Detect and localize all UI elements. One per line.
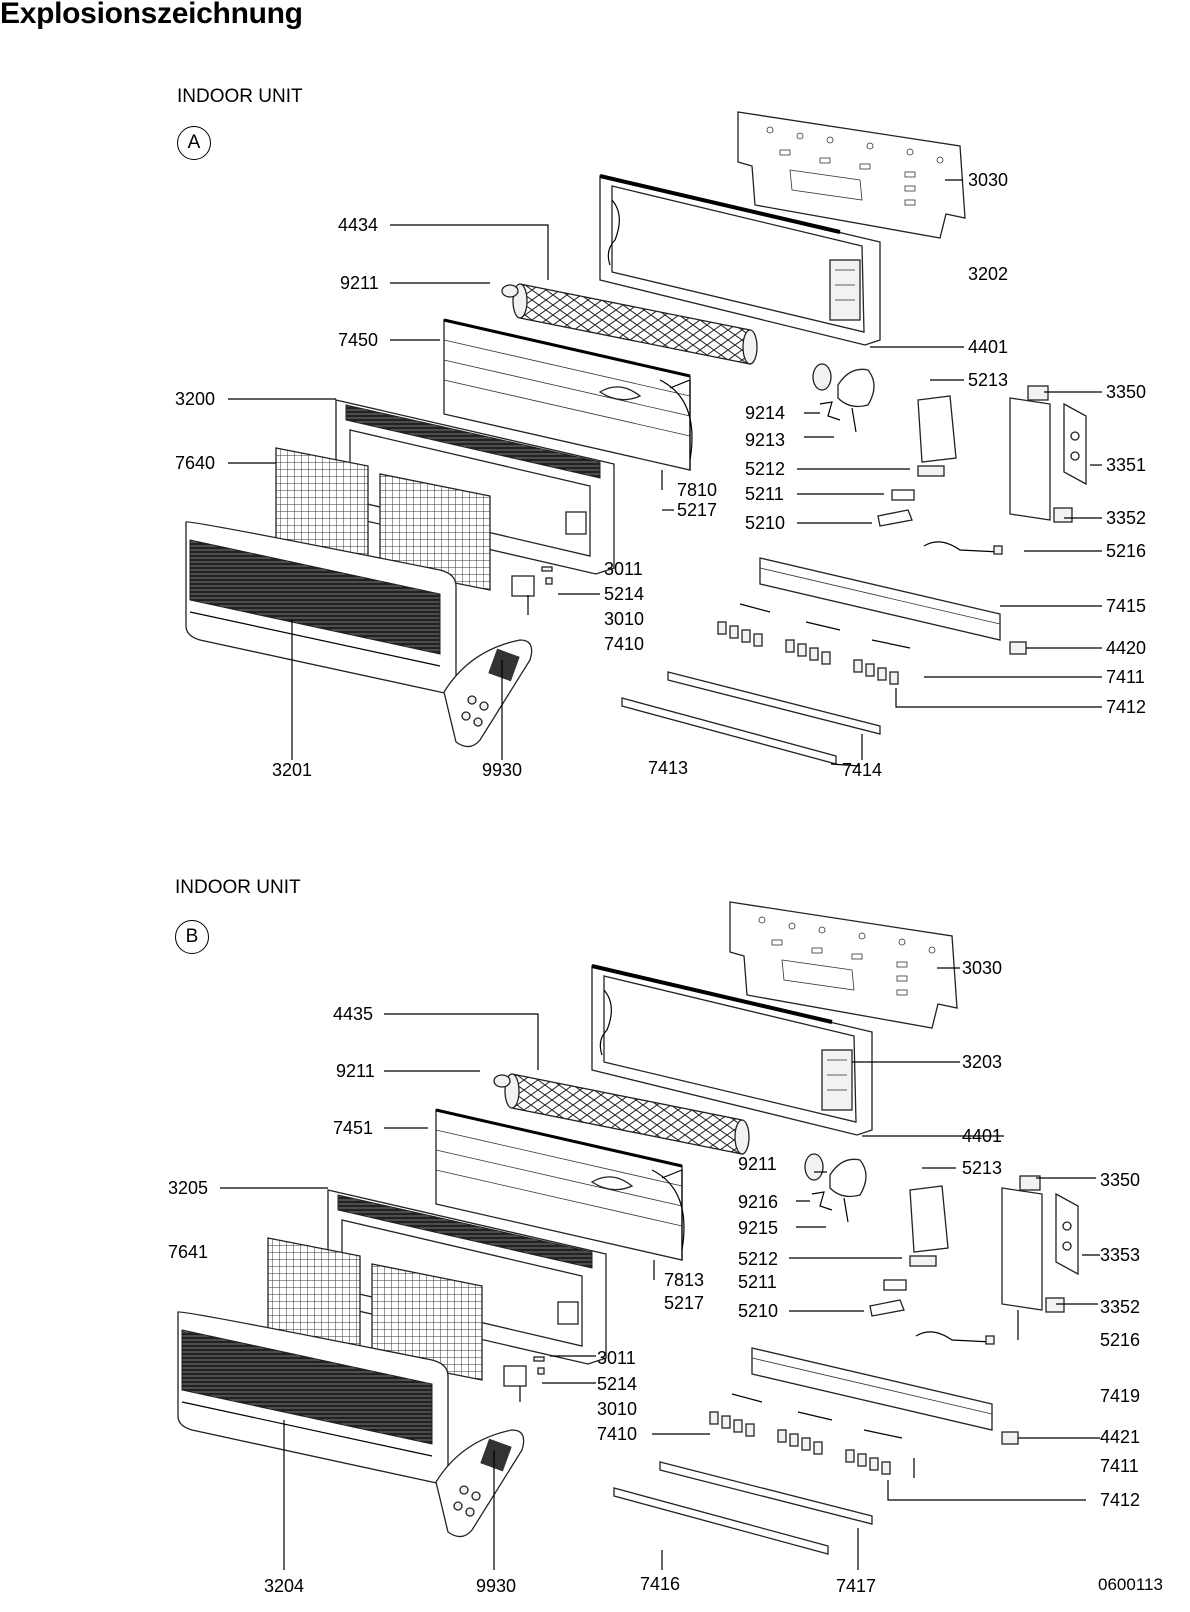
part-label: 3350 [1100, 1170, 1141, 1190]
part-label: 4421 [1100, 1427, 1141, 1447]
part-label: 4435 [333, 1004, 374, 1024]
part-label: 7410 [604, 634, 645, 654]
part-label: 5216 [1106, 541, 1147, 561]
part-label: 7641 [168, 1242, 209, 1262]
part-label: 9930 [482, 760, 523, 780]
part-label: 5211 [738, 1272, 777, 1292]
part-label: 3011 [604, 559, 643, 579]
part-label: 7813 [664, 1270, 705, 1290]
part-label: 7416 [640, 1574, 681, 1594]
part-label: 3010 [604, 609, 645, 629]
part-label: 7415 [1106, 596, 1147, 616]
part-label: 3011 [597, 1348, 636, 1368]
part-label: 5213 [962, 1158, 1003, 1178]
part-label: 7414 [842, 760, 883, 780]
part-label: 5211 [745, 484, 784, 504]
part-label: 9214 [745, 403, 786, 423]
part-label: 9930 [476, 1576, 517, 1596]
part-label: 7810 [677, 480, 718, 500]
section-a-marker: A [177, 126, 211, 160]
part-label: 5214 [597, 1374, 638, 1394]
part-label: 3353 [1100, 1245, 1141, 1265]
document-id: 0600113 [1098, 1575, 1163, 1594]
part-label: 5210 [745, 513, 786, 533]
part-label: 7640 [175, 453, 216, 473]
part-label: 5214 [604, 584, 645, 604]
part-label: 7451 [333, 1118, 374, 1138]
part-label: 3203 [962, 1052, 1003, 1072]
part-label: 5210 [738, 1301, 779, 1321]
part-label: 7412 [1106, 697, 1147, 717]
part-label: 3200 [175, 389, 216, 409]
part-label: 3202 [968, 264, 1009, 284]
part-label: 7450 [338, 330, 379, 350]
part-label: 9213 [745, 430, 786, 450]
part-label: 5217 [664, 1293, 705, 1313]
part-label: 7411 [1100, 1456, 1139, 1476]
part-label: 9211 [340, 273, 379, 293]
part-label: 5213 [968, 370, 1009, 390]
part-label: 7419 [1100, 1386, 1141, 1406]
part-label: 3010 [597, 1399, 638, 1419]
diagram-b [176, 900, 1100, 1570]
part-label: 4434 [338, 215, 379, 235]
section-a-heading: INDOOR UNIT [177, 86, 303, 107]
diagram-a [184, 110, 1102, 767]
section-b-heading: INDOOR UNIT [175, 877, 301, 898]
page-title: Explosionszeichnung [0, 0, 303, 30]
part-label: 3350 [1106, 382, 1147, 402]
part-label: 3204 [264, 1576, 305, 1596]
part-label: 3351 [1106, 455, 1147, 475]
part-label: 9216 [738, 1192, 779, 1212]
part-label: 5212 [738, 1249, 779, 1269]
section-b-marker: B [175, 920, 209, 954]
part-label: 7417 [836, 1576, 877, 1596]
part-label: 3201 [272, 760, 313, 780]
part-label: 3205 [168, 1178, 209, 1198]
part-label: 4401 [962, 1126, 1003, 1146]
part-label: 5212 [745, 459, 786, 479]
part-label: 9211 [336, 1061, 375, 1081]
part-label: 3030 [968, 170, 1009, 190]
part-label: 5216 [1100, 1330, 1141, 1350]
part-label: 7410 [597, 1424, 638, 1444]
part-label: 3030 [962, 958, 1003, 978]
part-label: 4420 [1106, 638, 1147, 658]
part-label: 4401 [968, 337, 1009, 357]
part-label: 7411 [1106, 667, 1145, 687]
part-label: 3352 [1100, 1297, 1141, 1317]
part-label: 3352 [1106, 508, 1147, 528]
part-label: 7413 [648, 758, 689, 778]
part-label: 5217 [677, 500, 718, 520]
part-label: 9215 [738, 1218, 779, 1238]
part-label: 9211 [738, 1154, 777, 1174]
part-label: 7412 [1100, 1490, 1141, 1510]
